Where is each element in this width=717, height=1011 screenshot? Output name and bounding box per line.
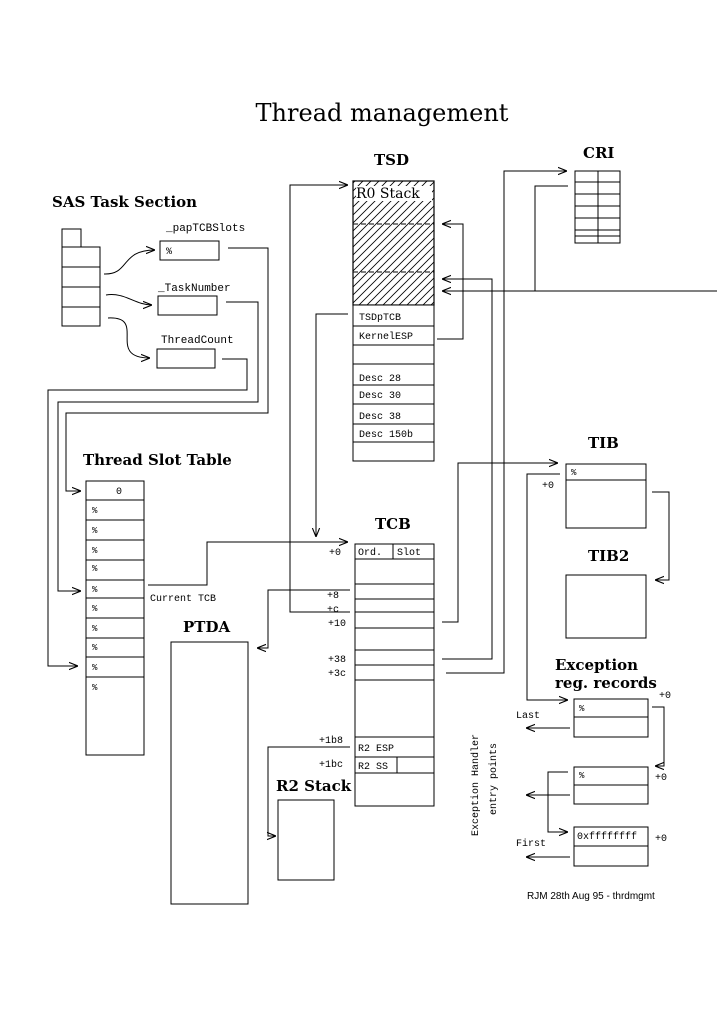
r2stack-box: [277, 799, 335, 881]
slot-table-entry: %: [92, 624, 98, 634]
paptcbslots-route: [65, 247, 269, 491]
external-to-tsd-arrow: [442, 279, 717, 292]
tcb-38-route: [442, 291, 493, 660]
threadcount-label: ThreadCount: [161, 335, 234, 347]
exception-handler-label-2: entry points: [488, 743, 500, 815]
tcb-offset: +3c: [328, 669, 346, 680]
threadcount-field: [156, 348, 216, 369]
tsd-row: Desc 150b: [359, 429, 413, 441]
slot-table-entry: %: [92, 683, 98, 693]
paptcbslots-value: %: [166, 247, 172, 258]
slot-table-entry: %: [92, 526, 98, 536]
tsd-block: [352, 180, 435, 462]
tib-to-exception-arrow: [526, 473, 568, 700]
slot-table-entry-0: 0: [116, 487, 122, 498]
tcb-slot-label: Slot: [397, 547, 421, 559]
exception-record-offset: +0: [659, 691, 671, 702]
tib-to-tib2-arrow: [652, 491, 670, 580]
paptcbslots-field: [159, 240, 220, 261]
sas-heading: SAS Task Section: [52, 193, 197, 211]
tcb-block: [354, 543, 435, 807]
exception-last-label: Last: [516, 711, 540, 722]
tasknumber-label: _TaskNumber: [157, 283, 231, 295]
tasknumber-field: [157, 295, 218, 316]
tib-value: %: [571, 468, 577, 478]
exception-record-offset: +0: [655, 773, 667, 784]
tib-heading: TIB: [588, 434, 619, 452]
footer-credit: RJM 28th Aug 95 - thrdmgmt: [527, 891, 655, 902]
sas-to-tasknumber-arrow: [105, 294, 152, 305]
slot-table-entry: %: [92, 564, 98, 574]
sas-to-threadcount-arrow: [107, 317, 150, 358]
exception-record-value: %: [579, 771, 585, 781]
exception-record-2: [573, 766, 649, 805]
ptda-box: [170, 641, 249, 905]
ptda-heading: PTDA: [183, 618, 230, 636]
sas-to-paptcbslots-arrow: [103, 250, 155, 275]
exception-heading: Exception: [555, 656, 638, 674]
r2stack-heading: R2 Stack: [276, 777, 352, 795]
tcb-offset: +38: [328, 655, 346, 666]
cri-to-tsd-arrow: [442, 185, 568, 291]
slot-table-entry: %: [92, 663, 98, 673]
tcb-ord-label: Ord.: [358, 547, 382, 559]
tcb-to-ptda-arrow: [257, 589, 350, 648]
thread-slot-table: [85, 480, 145, 756]
current-tcb-label: Current TCB: [150, 594, 216, 605]
tcb-r2-esp-label: R2 ESP: [358, 744, 394, 755]
tcb-to-tsd-arrow: [289, 185, 350, 613]
tsd-row: Desc 30: [359, 391, 401, 402]
cri-heading: CRI: [583, 144, 614, 162]
slot-table-entry: %: [92, 585, 98, 595]
tsd-row: Desc 28: [359, 374, 401, 385]
tcb-offset: +1b8: [319, 735, 343, 747]
kernelesp-arrow: [437, 224, 464, 340]
tsdptcb-to-tcb-arrow: [316, 313, 348, 537]
current-tcb-arrow: [148, 542, 348, 586]
tcb-r2-ss-label: R2 SS: [358, 762, 388, 773]
exception-record-value: 0xffffffff: [577, 831, 637, 843]
tcb-to-r2stack-arrow: [268, 746, 350, 836]
exception-first-label: First: [516, 838, 546, 850]
r0-stack-label: R0 Stack: [356, 186, 420, 202]
tsd-row: Desc 38: [359, 412, 401, 423]
tib-offset: +0: [542, 481, 554, 492]
tib-block: [565, 463, 647, 529]
tcb-offset: +c: [327, 605, 339, 616]
cri-block: [574, 170, 621, 244]
slot-table-entry: %: [92, 546, 98, 556]
slot-table-entry: %: [92, 604, 98, 614]
exception-record-offset: +0: [655, 834, 667, 845]
slot-table-entry: %: [92, 506, 98, 516]
exception-record-value: %: [579, 704, 585, 714]
slot-table-entry: %: [92, 643, 98, 653]
tasknumber-route: [57, 301, 259, 591]
tcb-to-tib-arrow: [442, 463, 558, 623]
slot-table-heading: Thread Slot Table: [83, 451, 232, 469]
tcb-offset: +8: [327, 591, 339, 602]
tsd-row: KernelESP: [359, 331, 413, 343]
paptcbslots-label: _papTCBSlots: [165, 223, 245, 235]
tcb-heading: TCB: [375, 515, 411, 533]
tcb-to-cri-arrow: [446, 171, 567, 674]
tcb-offset: +1bc: [319, 759, 343, 771]
sas-task-section-block: [61, 228, 101, 327]
exception-heading-2: reg. records: [555, 674, 657, 692]
diagram-title: Thread management: [256, 99, 509, 127]
tsd-heading: TSD: [374, 151, 409, 169]
tcb-offset: +0: [329, 548, 341, 559]
exception-record-3: [573, 826, 649, 867]
tib2-heading: TIB2: [588, 547, 629, 565]
tcb-offset: +10: [328, 619, 346, 630]
exception-chain-arrow-1: [652, 706, 665, 766]
threadcount-route: [47, 358, 248, 666]
tib2-box: [565, 574, 647, 639]
exception-handler-label: Exception Handler: [470, 734, 482, 836]
tsd-row: TSDpTCB: [359, 313, 401, 324]
exception-chain-arrow-2: [547, 771, 568, 832]
exception-record-1: [573, 698, 649, 738]
